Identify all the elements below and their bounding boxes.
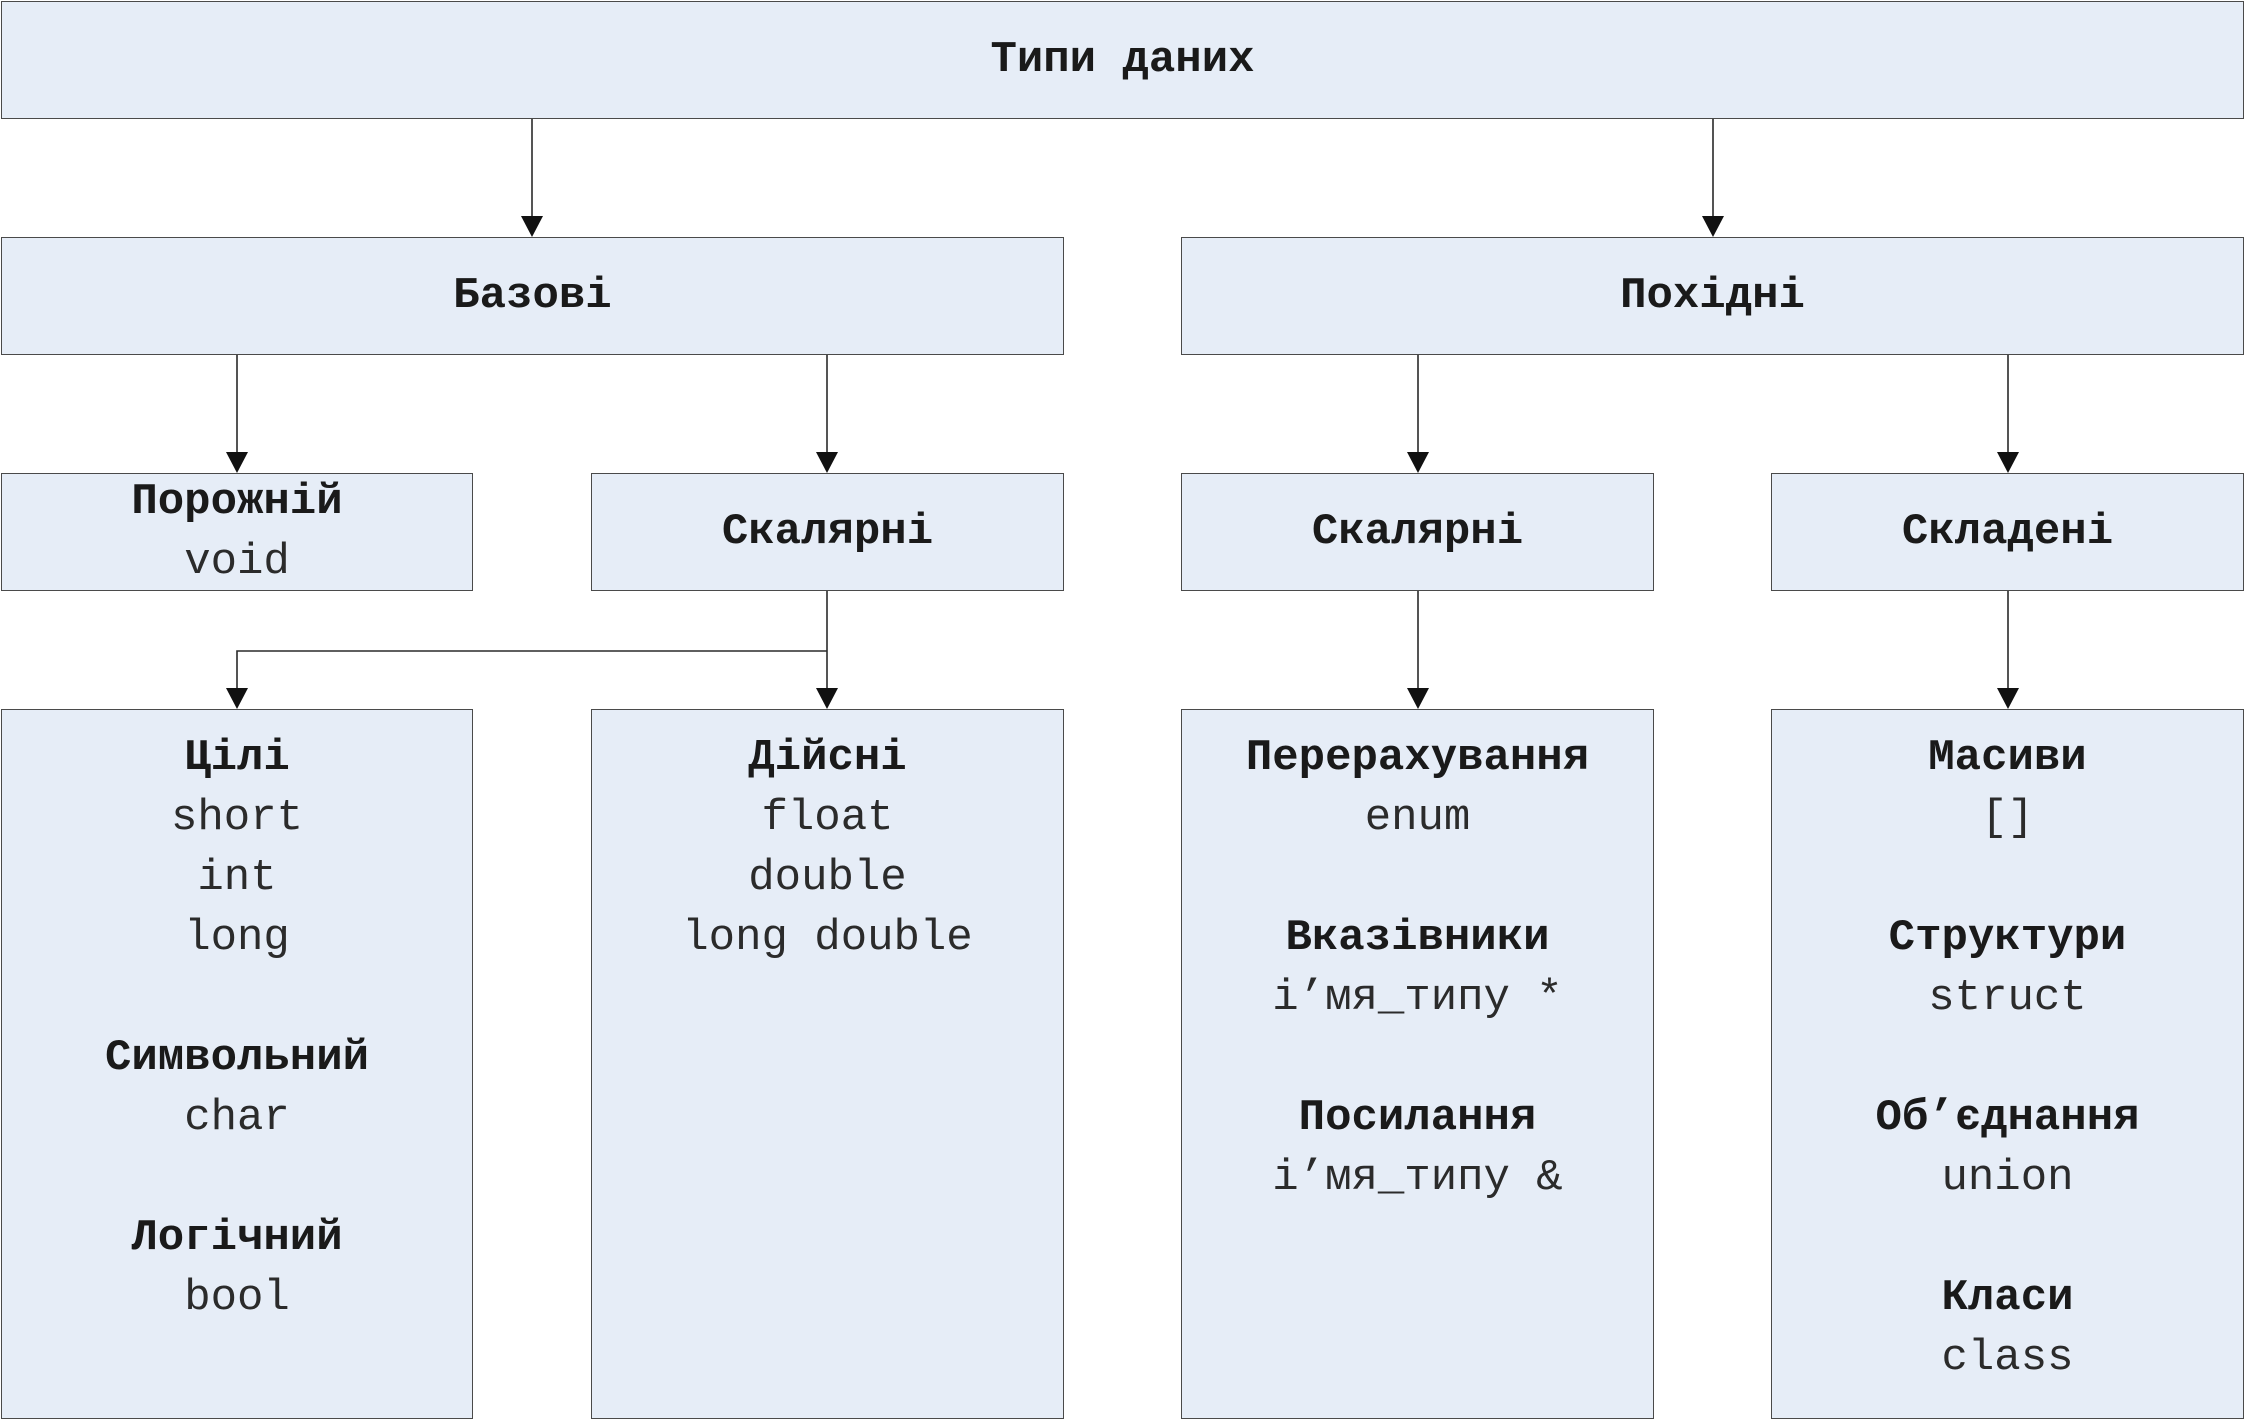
short-keyword: short bbox=[170, 793, 304, 843]
basic-title: Базові bbox=[453, 271, 612, 321]
composite-group-box: Масиви [] Структури struct Об’єднання un… bbox=[1771, 709, 2244, 1419]
basic-box: Базові bbox=[1, 237, 1064, 355]
array-keyword: [] bbox=[1981, 793, 2034, 843]
derived-box: Похідні bbox=[1181, 237, 2244, 355]
int-keyword: int bbox=[197, 853, 277, 903]
enum-keyword: enum bbox=[1364, 793, 1471, 843]
double-keyword: double bbox=[748, 853, 907, 903]
reference-keyword: і’мя_типу & bbox=[1272, 1153, 1563, 1203]
pointer-keyword: і’мя_типу * bbox=[1272, 973, 1563, 1023]
class-keyword: class bbox=[1941, 1333, 2074, 1383]
arrowhead-composite bbox=[1997, 452, 2019, 473]
arrowhead-basic bbox=[521, 216, 543, 237]
bool-type-title: Логічний bbox=[131, 1213, 343, 1263]
pointer-title: Вказівники bbox=[1285, 913, 1550, 963]
root-box: Типи даних bbox=[1, 1, 2244, 119]
connector-scalar-integer bbox=[236, 650, 827, 690]
integer-group-box: Цілі short int long Символьний char Логі… bbox=[1, 709, 473, 1419]
integer-title: Цілі bbox=[184, 733, 290, 783]
long-keyword: long bbox=[184, 913, 290, 963]
derived-scalar-group-box: Перерахування enum Вказівники і’мя_типу … bbox=[1181, 709, 1654, 1419]
char-keyword: char bbox=[184, 1093, 290, 1143]
real-group-box: Дійсні float double long double bbox=[591, 709, 1064, 1419]
arrowhead-basic-scalar bbox=[816, 452, 838, 473]
composite-box: Складені bbox=[1771, 473, 2244, 591]
root-title: Типи даних bbox=[990, 35, 1255, 85]
union-title: Об’єднання bbox=[1875, 1093, 2140, 1143]
void-title: Порожній bbox=[131, 477, 343, 527]
bool-keyword: bool bbox=[184, 1273, 290, 1323]
derived-scalar-box: Скалярні bbox=[1181, 473, 1654, 591]
basic-scalar-title: Скалярні bbox=[721, 507, 934, 557]
long-double-keyword: long double bbox=[682, 913, 973, 963]
arrowhead-void bbox=[226, 452, 248, 473]
arrowhead-real bbox=[816, 688, 838, 709]
derived-title: Похідні bbox=[1620, 271, 1805, 321]
class-title: Класи bbox=[1941, 1273, 2074, 1323]
arrowhead-dscalar-group bbox=[1407, 688, 1429, 709]
composite-title: Складені bbox=[1901, 507, 2114, 557]
basic-scalar-box: Скалярні bbox=[591, 473, 1064, 591]
char-type-title: Символьний bbox=[104, 1033, 370, 1083]
enum-title: Перерахування bbox=[1245, 733, 1590, 783]
void-box: Порожній void bbox=[1, 473, 473, 591]
void-keyword: void bbox=[184, 537, 290, 587]
arrowhead-derived-scalar bbox=[1407, 452, 1429, 473]
union-keyword: union bbox=[1941, 1153, 2074, 1203]
arrowhead-composite-group bbox=[1997, 688, 2019, 709]
derived-scalar-title: Скалярні bbox=[1311, 507, 1524, 557]
arrowhead-derived bbox=[1702, 216, 1724, 237]
real-title: Дійсні bbox=[748, 733, 907, 783]
arrowhead-integer bbox=[226, 688, 248, 709]
float-keyword: float bbox=[761, 793, 894, 843]
struct-title: Структури bbox=[1888, 913, 2127, 963]
array-title: Масиви bbox=[1928, 733, 2087, 783]
reference-title: Посилання bbox=[1298, 1093, 1537, 1143]
struct-keyword: struct bbox=[1928, 973, 2087, 1023]
